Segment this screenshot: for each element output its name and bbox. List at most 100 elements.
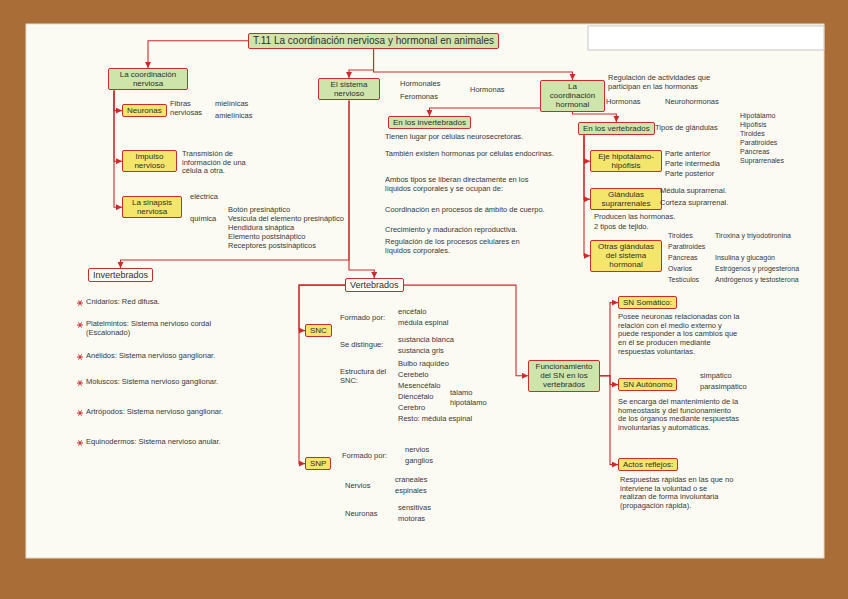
node-text: Eje hipotálamo-hipófisis — [595, 152, 657, 170]
note-label: motoras — [398, 515, 425, 524]
note-label: Paratiroides — [668, 243, 705, 251]
note-label: Hormonas — [470, 86, 505, 95]
label-text: Posee neuronas relacionadas con la relac… — [618, 312, 739, 356]
note-label: Andrógenos y testosterona — [715, 276, 799, 284]
note-label: Insulina y glucagón — [715, 254, 775, 262]
concept-box: Impulso nervioso — [122, 150, 177, 172]
note-label: sustancia gris — [398, 347, 444, 356]
label-text: Andrógenos y testosterona — [715, 276, 799, 283]
asterisk-bullet — [77, 440, 83, 445]
label-text: Hormonas — [606, 97, 641, 106]
note-label: Feromonas — [400, 93, 438, 102]
asterisk-bullet — [77, 322, 83, 327]
note-label: Formado por: — [340, 314, 385, 323]
label-text: Anélidos: Sistema nervioso ganglionar. — [86, 351, 215, 360]
label-text: Parte intermedia — [665, 159, 720, 168]
note-label: parasimpático — [700, 383, 747, 392]
label-text: Moluscos: Sistema nervioso ganglionar. — [86, 377, 218, 386]
label-text: Paratiroides — [740, 139, 777, 146]
label-text: tálamo — [450, 388, 473, 397]
concept-box: Glándulas suprarrenales — [590, 188, 662, 210]
note-label: sensitivas — [398, 504, 431, 513]
connector-arrow — [349, 49, 374, 79]
concept-box: Eje hipotálamo-hipófisis — [590, 150, 662, 172]
note-label: Receptores postsinápticos — [228, 242, 316, 251]
label-text: Resto: médula espinal — [398, 414, 472, 423]
label-text: Nervios — [345, 481, 370, 490]
label-text: Estructura del SNC: — [340, 367, 386, 385]
concept-box: SN Somático: — [618, 296, 677, 309]
note-label: Parte intermedia — [665, 160, 720, 169]
note-label: Coordinación en procesos de ámbito de cu… — [385, 206, 545, 215]
label-text: Transmisión de información de una célula… — [182, 149, 246, 175]
label-text: Ambos tipos se liberan directamente en l… — [385, 175, 528, 193]
label-text: ganglios — [405, 456, 433, 465]
connector-arrow — [374, 49, 573, 81]
label-text: Formado por: — [342, 451, 387, 460]
note-label: Cerebelo — [398, 371, 428, 380]
note-label: Cerebro — [398, 404, 425, 413]
note-label: Hendidura sináptica — [228, 224, 294, 233]
label-text: Suprarrenales — [740, 157, 784, 164]
connector-arrow — [349, 100, 374, 278]
note-label: Hipotálamo — [740, 112, 775, 120]
label-text: Equinodermos: Sistema nervioso anular. — [86, 437, 221, 446]
note-label: química — [190, 215, 216, 224]
label-text: motoras — [398, 514, 425, 523]
node-text: Impulso nervioso — [127, 152, 172, 170]
label-text: Parte anterior — [665, 149, 710, 158]
label-text: Tienen lugar por células neurosecretoras… — [385, 132, 523, 141]
label-text: parasimpático — [700, 382, 747, 391]
note-label: Moluscos: Sistema nervioso ganglionar. — [86, 378, 218, 387]
label-text: Estrógenos y progesterona — [715, 265, 799, 272]
label-text: Vesícula del elemento presináptico — [228, 214, 344, 223]
concept-box: La coordinación hormonal — [540, 80, 605, 112]
label-text: Páncreas — [740, 148, 770, 155]
note-label: Tiroxina y triyodotironina — [715, 232, 791, 240]
note-label: mielínicas — [215, 100, 248, 109]
connector-arrow — [573, 112, 617, 122]
label-text: Coordinación en procesos de ámbito de cu… — [385, 205, 545, 214]
label-text: Tiroxina y triyodotironina — [715, 232, 791, 239]
note-label: Cnidarios: Red difusa. — [86, 298, 160, 307]
asterisk-bullet — [77, 410, 83, 415]
concept-box: SN Autónomo — [618, 378, 677, 391]
note-label: Estrógenos y progesterona — [715, 265, 799, 273]
note-label: Páncreas — [668, 254, 698, 262]
label-text: Cnidarios: Red difusa. — [86, 297, 160, 306]
node-text: SN Autónomo — [623, 380, 672, 389]
concept-box: Neuronas — [122, 104, 167, 117]
note-label: Hormonales — [400, 80, 440, 89]
note-label: Regulación de actividades que participan… — [608, 74, 738, 91]
note-label: Elemento postsináptico — [228, 233, 306, 242]
label-text: Hendidura sináptica — [228, 223, 294, 232]
node-text: Glándulas suprarrenales — [595, 190, 657, 208]
label-text: hipotálamo — [450, 398, 487, 407]
label-text: Se distingue: — [340, 340, 383, 349]
label-text: amielínicas — [215, 111, 253, 120]
node-text: Actos reflejos: — [623, 460, 673, 469]
node-text: SN Somático: — [623, 298, 672, 307]
note-label: Mesencéfalo — [398, 382, 441, 391]
label-text: Tipos de glándulas — [655, 123, 718, 132]
note-label: Suprarrenales — [740, 157, 784, 165]
note-label: Hipófisis — [740, 121, 766, 129]
note-label: espinales — [395, 487, 427, 496]
note-label: amielínicas — [215, 112, 253, 121]
note-label: Se distingue: — [340, 341, 383, 350]
note-label: Médula suprarrenal. — [660, 187, 727, 196]
node-text: La coordinación hormonal — [545, 82, 600, 110]
label-text: Respuestas rápidas en las que no intervi… — [620, 475, 733, 510]
concept-box: El sistema nervioso — [318, 78, 380, 100]
connector-arrow — [600, 376, 618, 465]
node-text: El sistema nervioso — [323, 80, 375, 98]
concept-box: Actos reflejos: — [618, 458, 678, 471]
concept-box: Otras glándulas del sistema hormonal — [590, 240, 662, 272]
note-label: Respuestas rápidas en las que no intervi… — [620, 476, 735, 511]
note-label: Botón presináptico — [228, 206, 290, 215]
label-text: Elemento postsináptico — [228, 232, 306, 241]
label-text: Corteza suprarrenal. — [660, 198, 728, 207]
note-label: nervios — [405, 446, 429, 455]
concept-box: Funcionamiento del SN en los vertebrados — [528, 360, 600, 392]
note-label: Formado por: — [342, 452, 387, 461]
